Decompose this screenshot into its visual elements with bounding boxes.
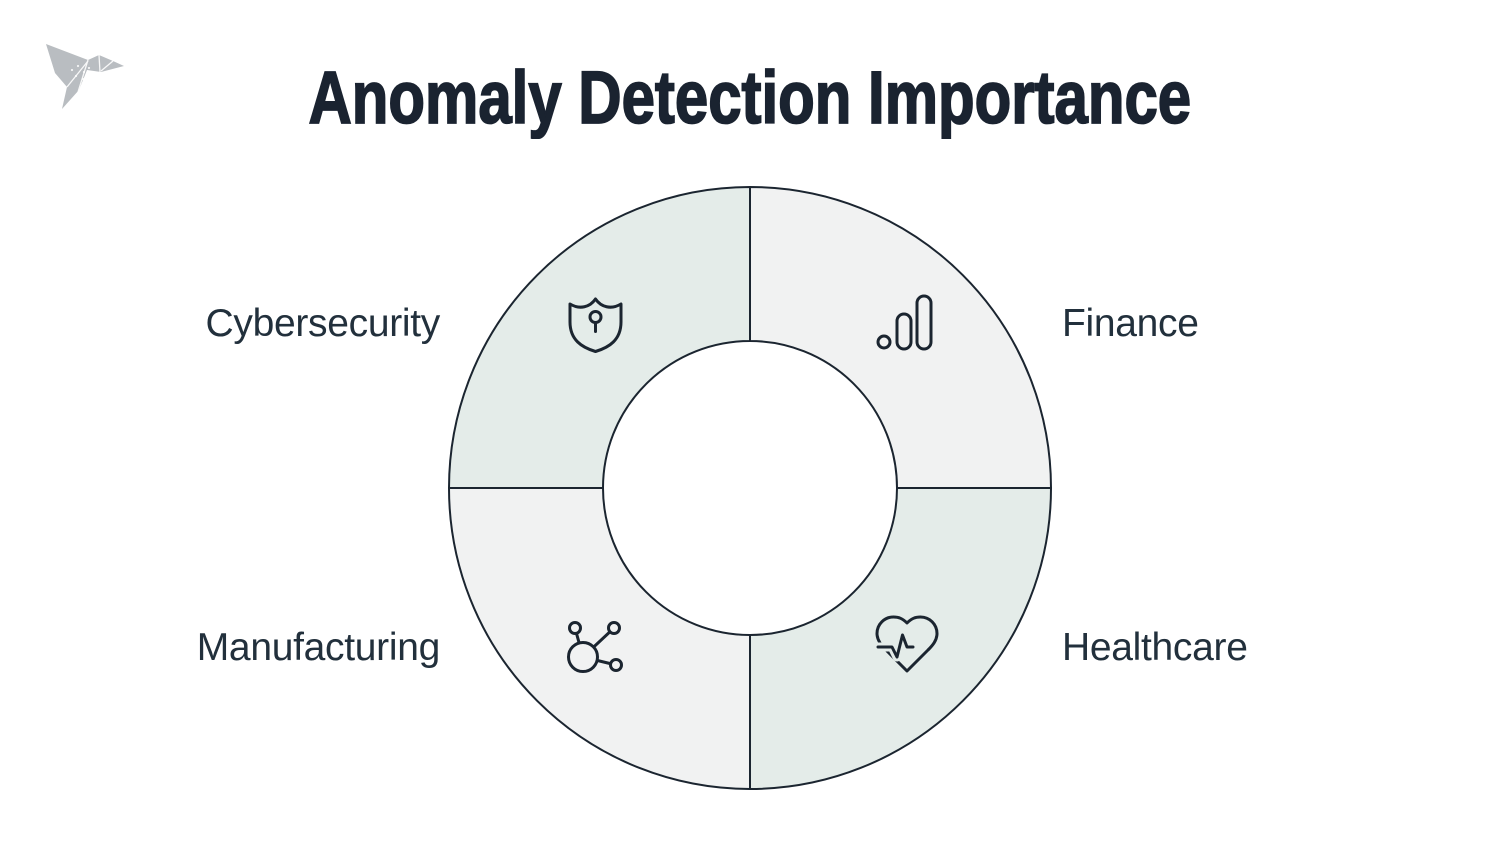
- donut-chart: [448, 186, 1052, 790]
- bar-chart-icon: [876, 294, 933, 351]
- segment-label-healthcare: Healthcare: [1062, 626, 1248, 669]
- heart-pulse-icon: [873, 615, 939, 673]
- segment-label-finance: Finance: [1062, 302, 1199, 345]
- origami-bird-logo: [46, 44, 124, 109]
- logo-fold-seams: [66, 54, 114, 93]
- segment-label-cybersecurity: Cybersecurity: [205, 302, 441, 345]
- segment-label-manufacturing: Manufacturing: [196, 626, 441, 669]
- segment-cybersecurity: [448, 186, 751, 489]
- segment-finance: [749, 186, 1052, 489]
- shield-keyhole-icon: [568, 297, 623, 353]
- network-nodes-icon: [567, 621, 623, 673]
- page-title: Anomaly Detection Importance: [308, 55, 1192, 140]
- segment-manufacturing: [448, 487, 751, 790]
- logo-dots: [70, 64, 91, 81]
- logo-body: [46, 44, 124, 109]
